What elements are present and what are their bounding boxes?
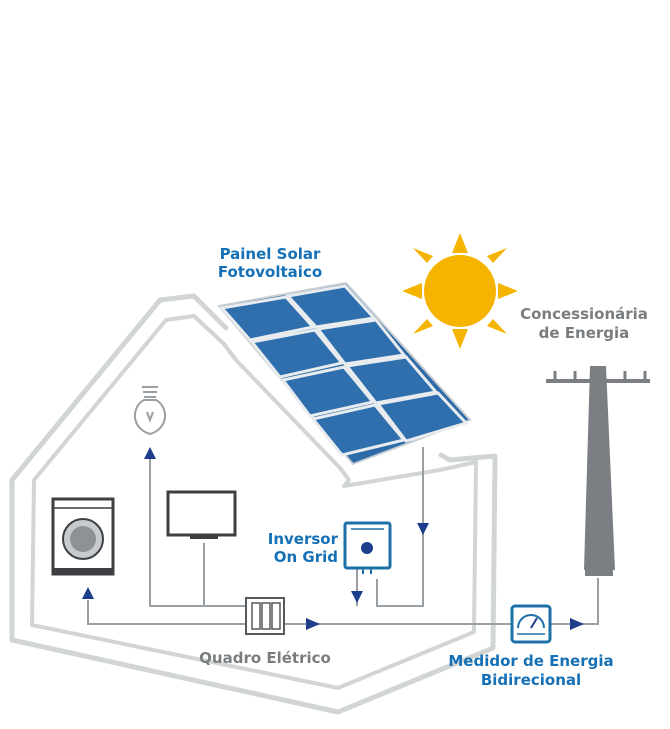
label-panel-line2: Fotovoltaico: [218, 263, 322, 281]
light-bulb-icon: [134, 386, 166, 436]
flow-arrows: [82, 447, 584, 630]
utility-pole-icon: [546, 366, 650, 576]
sun-icon: [402, 233, 518, 349]
wire-bulb-branch: [149, 458, 246, 607]
meter-icon: [510, 604, 552, 644]
label-utility-line1: Concessionária: [520, 305, 648, 323]
label-panel-line1: Painel Solar: [220, 245, 321, 263]
arrow-down-to-inverter: [417, 523, 429, 535]
arrow-right-pole: [570, 618, 584, 630]
house-inner-outline: [30, 314, 478, 690]
arrow-up-bulb: [144, 447, 156, 459]
label-meter-line1: Medidor de Energia: [448, 652, 613, 670]
wire-meter-to-pole: [550, 578, 599, 625]
label-utility-line2: de Energia: [539, 324, 630, 342]
inverter-icon: [343, 521, 392, 574]
washing-machine-icon: [51, 497, 115, 576]
house-outline-left-roof: [9, 293, 229, 483]
label-breaker-box: Quadro Elétrico: [199, 649, 331, 667]
arrow-down-from-inverter: [351, 591, 363, 603]
arrow-up-washer: [82, 587, 94, 599]
label-meter-line2: Bidirecional: [481, 671, 581, 689]
house-outline: [9, 452, 498, 715]
arrow-right-grid: [306, 618, 320, 630]
wire-washer-branch: [87, 600, 246, 625]
breaker-box-icon: [245, 597, 285, 635]
solar-panel-icon: [217, 281, 472, 466]
label-inverter-line2: On Grid: [274, 548, 338, 566]
label-inverter-line1: Inversor: [268, 530, 339, 548]
television-icon: [166, 490, 237, 539]
